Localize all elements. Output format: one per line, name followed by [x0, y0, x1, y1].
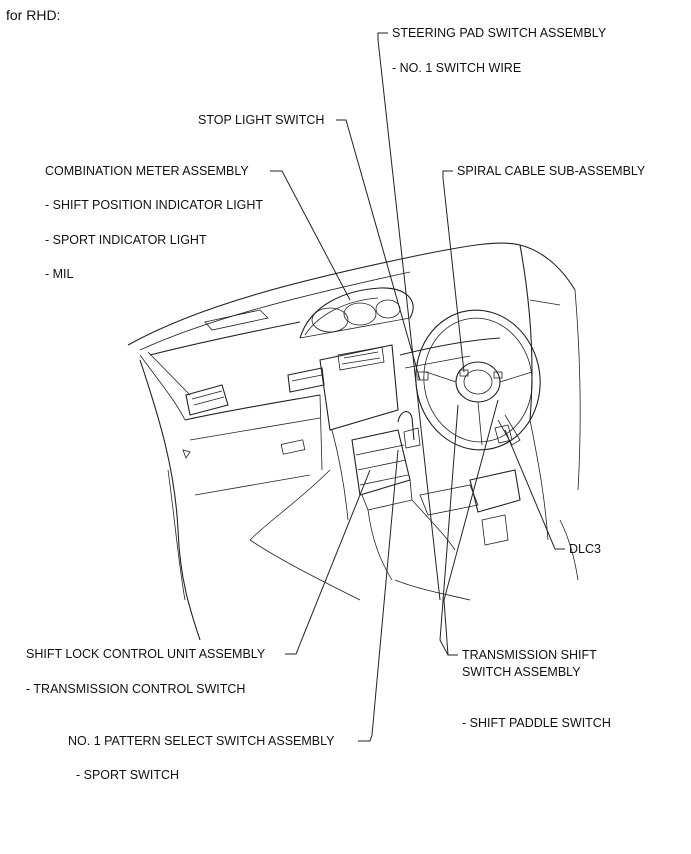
label-sport-switch: - SPORT SWITCH: [76, 768, 180, 782]
label-transmission-shift-switch-2: SWITCH ASSEMBLY: [462, 665, 581, 679]
label-sport-indicator: - SPORT INDICATOR LIGHT: [45, 233, 207, 247]
label-shift-lock-control-unit: SHIFT LOCK CONTROL UNIT ASSEMBLY: [26, 647, 266, 661]
label-no1-pattern-select: NO. 1 PATTERN SELECT SWITCH ASSEMBLY: [68, 734, 335, 748]
label-stop-light-switch: STOP LIGHT SWITCH: [198, 113, 325, 127]
label-shift-position-indicator: - SHIFT POSITION INDICATOR LIGHT: [45, 198, 264, 212]
label-combination-meter: COMBINATION METER ASSEMBLY: [45, 164, 249, 178]
label-shift-paddle-switch: - SHIFT PADDLE SWITCH: [462, 716, 611, 730]
label-transmission-control-switch: - TRANSMISSION CONTROL SWITCH: [26, 682, 246, 696]
label-mil: - MIL: [45, 267, 74, 281]
label-transmission-shift-switch-1: TRANSMISSION SHIFT: [462, 648, 597, 662]
label-steering-pad-switch: STEERING PAD SWITCH ASSEMBLY: [392, 26, 607, 40]
label-spiral-cable: SPIRAL CABLE SUB-ASSEMBLY: [457, 164, 646, 178]
label-dlc3: DLC3: [569, 542, 601, 556]
page-title: for RHD:: [6, 7, 61, 23]
label-no1-switch-wire: - NO. 1 SWITCH WIRE: [392, 61, 522, 75]
